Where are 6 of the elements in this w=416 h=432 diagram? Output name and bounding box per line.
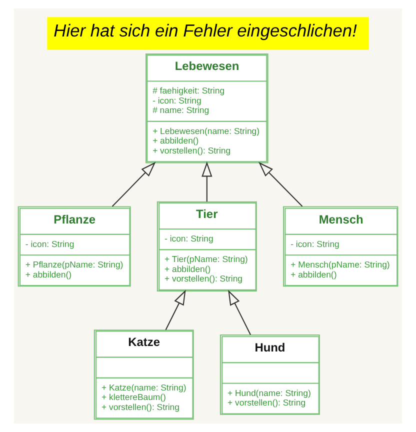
arrow [165, 290, 186, 330]
arrow [202, 162, 212, 202]
arrow [112, 162, 156, 207]
arrow [258, 162, 303, 207]
arrow [228, 290, 251, 335]
diagram-title: Hier hat sich ein Fehler eingeschlichen! [54, 20, 357, 40]
